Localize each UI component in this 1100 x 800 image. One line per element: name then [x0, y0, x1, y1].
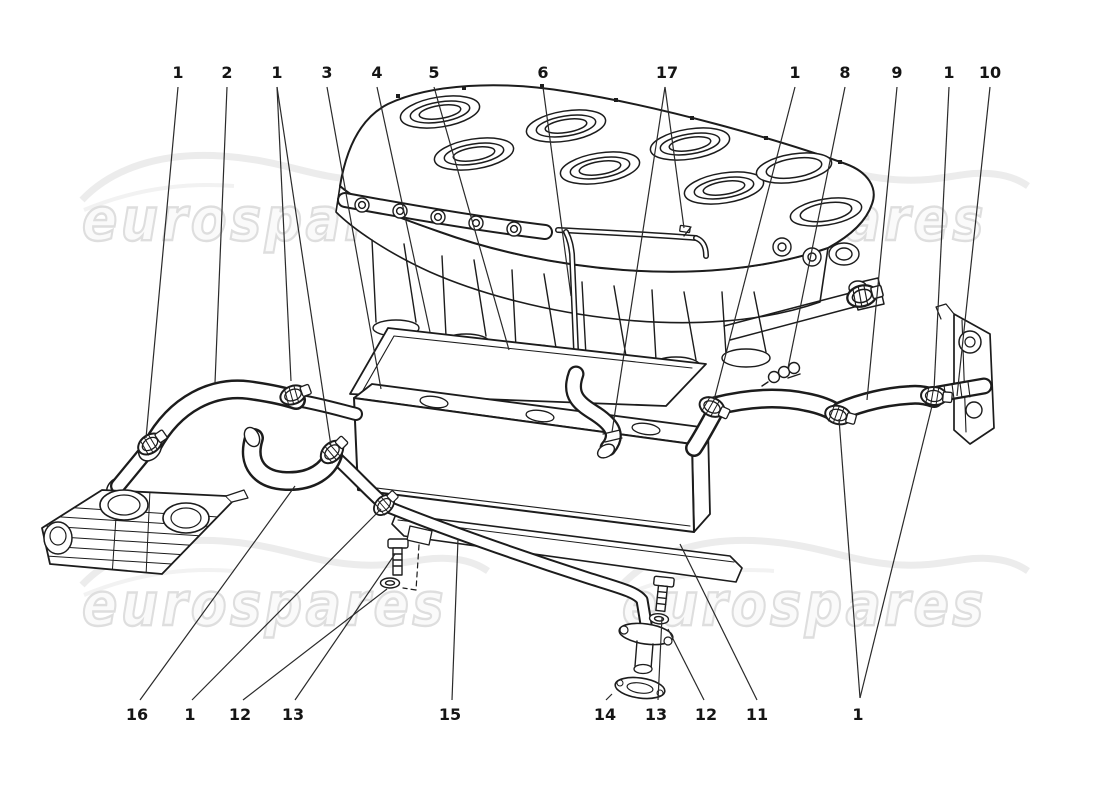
triple-clip	[761, 361, 801, 387]
leader-lines	[139, 86, 991, 701]
callout-top-1b: 1	[271, 63, 283, 82]
pipe-bracket	[406, 525, 433, 546]
s-hose-drawing	[565, 365, 623, 459]
callout-bottom-13: 13	[281, 705, 305, 724]
watermark-text: eurospares	[622, 570, 987, 640]
intake-manifold-drawing	[335, 84, 885, 376]
watermark-band-bottom-right: eurospares	[619, 536, 1030, 641]
callout-bottom-1: 1	[184, 705, 196, 724]
callout-top-1c: 1	[789, 63, 801, 82]
valve-cover-drawing	[349, 327, 707, 407]
pipe-clip-upper	[679, 224, 692, 237]
cam-cover-drawing	[41, 489, 249, 575]
swoosh-graphic	[619, 536, 1030, 588]
callout-top-6: 6	[537, 63, 549, 82]
callout-top-1d: 1	[943, 63, 955, 82]
callout-top-2: 2	[221, 63, 233, 82]
callout-bottom-11: 11	[745, 705, 769, 724]
callout-bottom-12: 12	[228, 705, 252, 724]
callout-top-8: 8	[839, 63, 851, 82]
callout-top-17: 17	[655, 63, 679, 82]
callout-top-3: 3	[321, 63, 333, 82]
callout-top-1: 1	[172, 63, 184, 82]
callout-top-5: 5	[428, 63, 440, 82]
callout-bottom-14: 14	[593, 705, 617, 724]
callout-bottom-16: 16	[125, 705, 149, 724]
callout-top-4: 4	[371, 63, 383, 82]
pipe-clip-lower	[602, 429, 623, 443]
bolt-right	[648, 575, 675, 625]
support-bracket	[935, 303, 995, 445]
callout-top-9: 9	[891, 63, 903, 82]
callout-top-10: 10	[978, 63, 1002, 82]
callout-bottom-15: 15	[438, 705, 462, 724]
callout-bottom-1b: 1	[852, 705, 864, 724]
callout-bottom-13b: 13	[644, 705, 668, 724]
drain-pipe-drawing	[379, 499, 675, 700]
bolt-left	[379, 538, 409, 589]
callout-bottom-12b: 12	[694, 705, 718, 724]
